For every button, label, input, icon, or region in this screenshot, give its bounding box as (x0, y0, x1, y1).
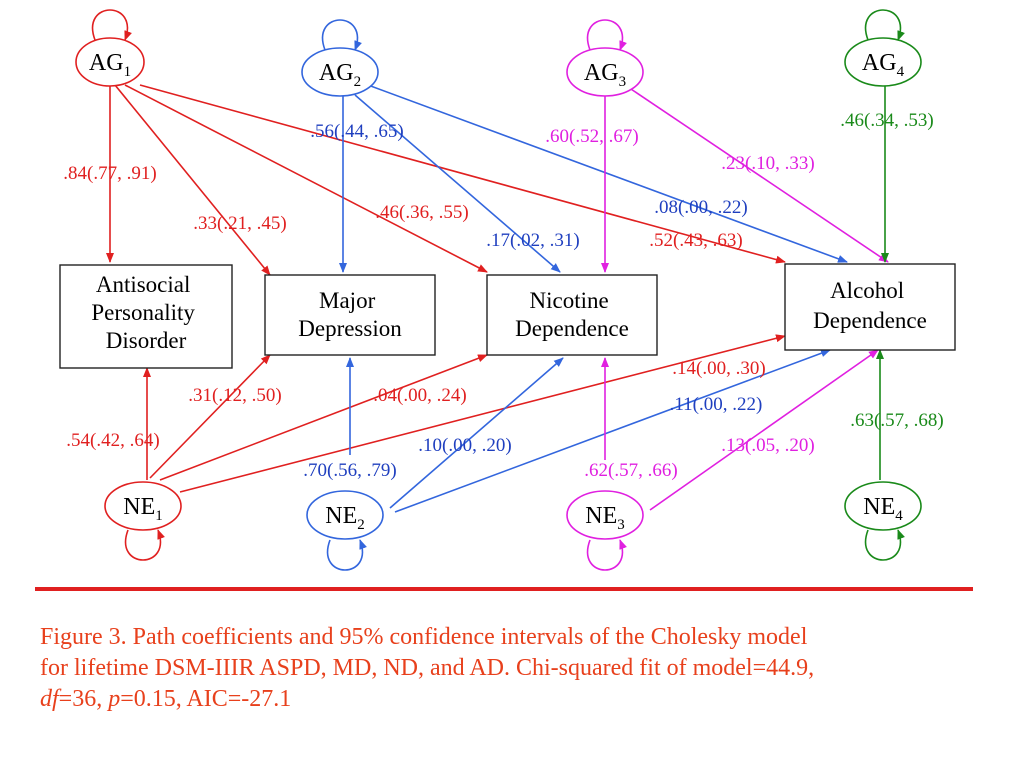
coef-ne2-nd: .10(.00, .20) (418, 435, 511, 456)
figure-caption: Figure 3. Path coefficients and 95% conf… (40, 622, 990, 715)
factor-ag3-node (566, 47, 644, 97)
observed-ad-label: Alcohol Dependence (813, 278, 927, 333)
coef-ne3-ad: .13(.05, .20) (721, 435, 814, 456)
path-ne3-ad (649, 349, 879, 511)
path-ag2-ad (367, 84, 848, 263)
caption-line-3: df=36, p=0.15, AIC=-27.1 (40, 686, 291, 712)
path-ne1-md (149, 354, 271, 479)
coef-ag4-ad: .46(.34, .53) (840, 110, 933, 131)
caption-df: df (40, 686, 59, 712)
path-ag2-nd (354, 94, 561, 273)
factor-ne1-label: NE1 (123, 494, 163, 524)
path-ag1-md (114, 84, 271, 276)
path-ne1-ad (179, 334, 786, 493)
caption-line-1: Figure 3. Path coefficients and 95% conf… (40, 624, 808, 650)
coef-ag2-ad: .08(.00, .22) (654, 197, 747, 218)
coef-ne1-aspd: .54(.42, .64) (66, 430, 159, 451)
coef-ag1-ad: .52(.43, .63) (649, 230, 742, 251)
variance-loop-ne3 (587, 539, 627, 571)
coef-ne2-md: .70(.56, .79) (303, 460, 396, 481)
factor-ag1-label: AG1 (89, 50, 131, 80)
variance-loop-ne2 (327, 539, 367, 571)
observed-nd-label: Nicotine Dependence (515, 288, 629, 341)
path-ag1-nd (124, 84, 488, 273)
variance-loop-ag3 (587, 19, 627, 51)
path-ag3-ad (624, 84, 889, 263)
path-ag1-ad (139, 84, 786, 264)
coef-ag2-md: .56(.44, .65) (310, 121, 403, 142)
coef-ag3-nd: .60(.52, .67) (545, 126, 638, 147)
observed-aspd-label: Antisocial Personality Disorder (91, 272, 200, 353)
coef-ne1-md: .31(.12, .50) (188, 385, 281, 406)
coef-ne1-ad: .14(.00, .30) (672, 358, 765, 379)
coef-ag2-nd: .17(.02, .31) (486, 230, 579, 251)
coef-ne4-ad: .63(.57, .68) (850, 410, 943, 431)
factor-ne3-node (566, 490, 644, 540)
factor-ag4-label: AG4 (862, 50, 905, 80)
factor-ne2-node (306, 490, 384, 540)
variance-loop-ag4 (865, 9, 905, 41)
caption-df-value: =36, (58, 686, 109, 712)
coef-ag3-ad: .23(.10, .33) (721, 153, 814, 174)
observed-nd-box (486, 274, 658, 356)
coef-ne3-nd: .62(.57, .66) (584, 460, 677, 481)
factor-ne1-node (104, 481, 182, 531)
caption-rest: =0.15, AIC=-27.1 (120, 686, 292, 712)
caption-p: p (108, 686, 121, 712)
variance-loop-ag1 (92, 9, 132, 41)
coef-ag1-md: .33(.21, .45) (193, 213, 286, 234)
observed-aspd-box (59, 264, 233, 369)
caption-line-2: for lifetime DSM-IIIR ASPD, MD, ND, and … (40, 655, 815, 681)
factor-ne4-label: NE4 (863, 494, 903, 524)
observed-ad-box (784, 263, 956, 351)
observed-md-label: Major Depression (298, 288, 402, 341)
factor-ne2-label: NE2 (325, 503, 365, 533)
factor-ag4-node (844, 37, 922, 87)
coef-ne1-nd: .04(.00, .24) (373, 385, 466, 406)
path-ne2-ad (394, 349, 831, 513)
coef-ag1-aspd: .84(.77, .91) (63, 163, 156, 184)
factor-ag1-node (75, 37, 145, 87)
caption-divider (35, 587, 973, 591)
factor-ag3-label: AG3 (584, 60, 626, 90)
factor-ne4-node (844, 481, 922, 531)
observed-md-box (264, 274, 436, 356)
factor-ne3-label: NE3 (585, 503, 625, 533)
path-ne2-nd (389, 357, 564, 509)
coef-ne2-ad: .11(.00, .22) (670, 394, 763, 415)
coef-ag1-nd: .46(.36, .55) (375, 202, 468, 223)
variance-loop-ag2 (322, 19, 362, 51)
path-ne1-nd (159, 354, 488, 481)
factor-ag2-label: AG2 (319, 60, 361, 90)
variance-loop-ne1 (125, 529, 165, 561)
factor-ag2-node (301, 47, 379, 97)
variance-loop-ne4 (865, 529, 905, 561)
